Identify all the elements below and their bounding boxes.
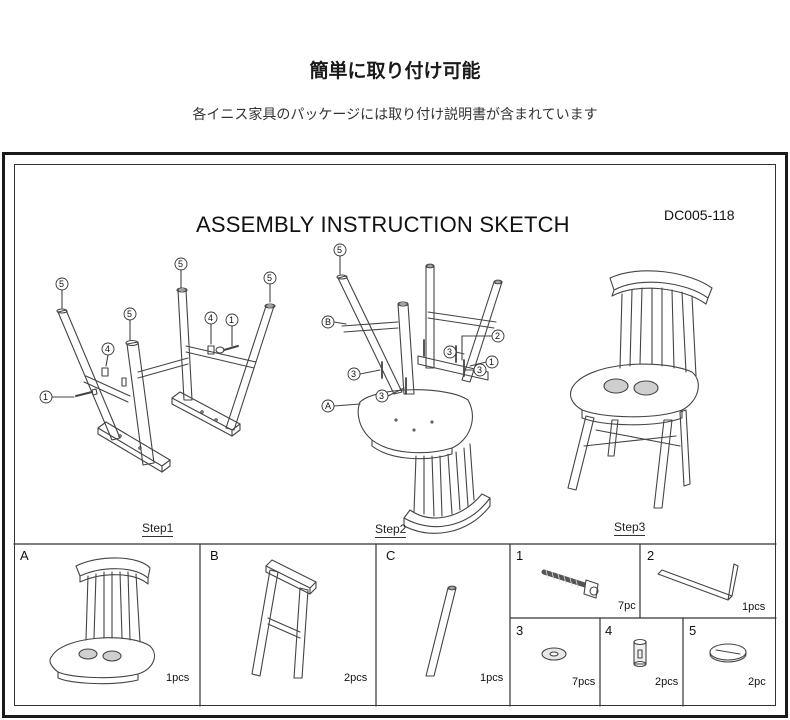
callout-5b: 5 xyxy=(127,309,133,319)
part-a-drawing xyxy=(49,557,155,685)
part-5-drawing xyxy=(709,643,747,663)
part-4-letter: 4 xyxy=(605,623,613,638)
callout-3a: 3 xyxy=(351,369,357,379)
part-5-letter: 5 xyxy=(689,623,697,638)
part-a-letter: A xyxy=(20,548,29,563)
header-title: 簡単に取り付け可能 xyxy=(309,60,481,82)
part-4-drawing xyxy=(633,638,647,668)
part-c-letter: C xyxy=(386,548,396,563)
part-c-drawing xyxy=(425,585,457,677)
header-subtitle: 各イニス家具のパッケージには取り付け説明書が含まれています xyxy=(192,107,598,123)
part-b-qty: 2pcs xyxy=(344,672,368,684)
outer-frame xyxy=(2,152,788,718)
part-2-qty: 1pcs xyxy=(742,601,766,613)
part-4-qty: 2pcs xyxy=(655,676,679,688)
part-1-drawing xyxy=(541,569,599,599)
callout-1a: 1 xyxy=(229,315,235,325)
part-a-qty: 1pcs xyxy=(166,672,190,684)
callout-3d: 3 xyxy=(477,365,483,375)
part-b-drawing xyxy=(251,559,317,679)
callout-5a: 5 xyxy=(59,279,65,289)
sheet-title: ASSEMBLY INSTRUCTION SKETCH xyxy=(196,212,570,237)
part-c-qty: 1pcs xyxy=(480,672,504,684)
callout-3b: 3 xyxy=(379,391,385,401)
step2-label: Step2 xyxy=(375,522,407,538)
callout-a: A xyxy=(325,401,332,411)
inner-frame xyxy=(14,164,776,706)
step1-drawing xyxy=(51,269,276,473)
callout-circles xyxy=(39,243,505,413)
callout-1b: 1 xyxy=(43,392,49,402)
part-2-letter: 2 xyxy=(647,548,655,563)
part-2-drawing xyxy=(657,563,739,601)
callout-3c: 3 xyxy=(447,347,453,357)
callout-1c: 1 xyxy=(489,357,495,367)
part-3-drawing xyxy=(541,647,567,661)
callout-5d: 5 xyxy=(267,273,273,283)
callout-b: B xyxy=(325,317,332,327)
part-b-letter: B xyxy=(210,548,219,563)
step2-drawing xyxy=(333,255,503,534)
step3-drawing xyxy=(567,270,713,509)
part-1-qty: 7pc xyxy=(618,600,636,612)
callout-2: 2 xyxy=(495,331,501,341)
part-1-letter: 1 xyxy=(516,548,524,563)
sheet-code: DC005-118 xyxy=(664,207,735,223)
part-5-qty: 2pc xyxy=(748,676,766,688)
part-3-qty: 7pcs xyxy=(572,676,596,688)
step1-label: Step1 xyxy=(142,521,174,537)
callout-5c: 5 xyxy=(178,259,184,269)
part-3-letter: 3 xyxy=(516,623,524,638)
callout-5e: 5 xyxy=(337,245,343,255)
callout-4b: 4 xyxy=(208,313,214,323)
callout-4a: 4 xyxy=(105,344,111,354)
step3-label: Step3 xyxy=(614,520,646,536)
parts-table-grid xyxy=(13,543,777,707)
